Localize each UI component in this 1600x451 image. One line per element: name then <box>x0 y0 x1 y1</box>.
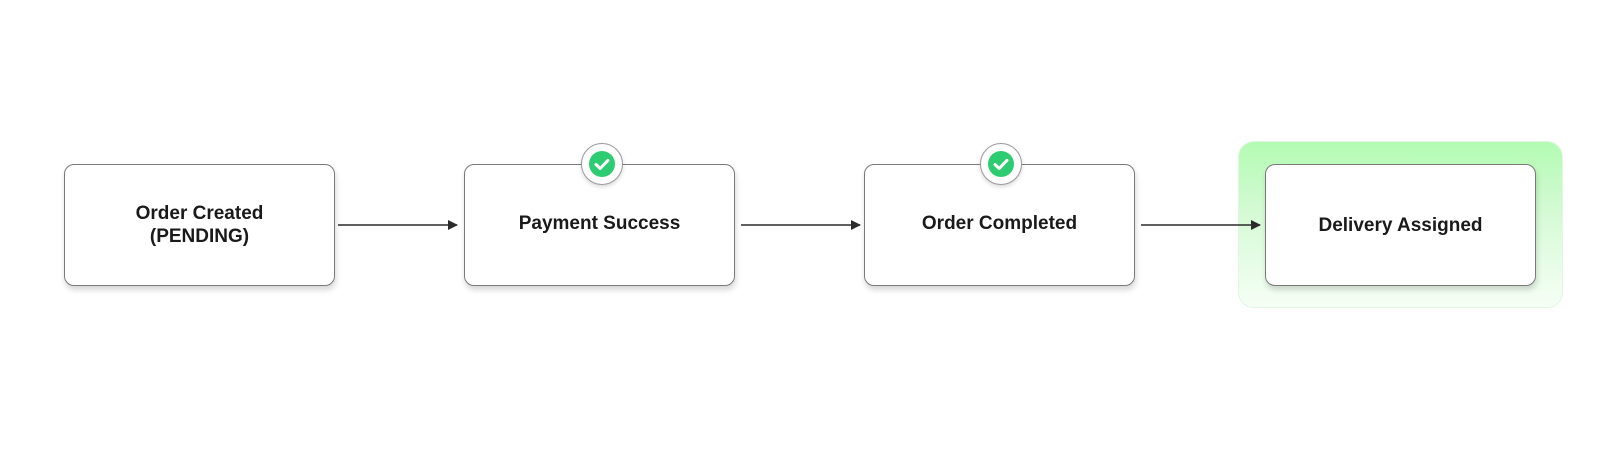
check-circle-icon <box>980 143 1022 185</box>
node-label-line: Order Created <box>135 203 264 224</box>
node-order-created: Order Created (PENDING) <box>64 164 335 286</box>
node-label-line: Delivery Assigned <box>1318 214 1483 236</box>
node-label-line: (PENDING) <box>149 226 250 247</box>
node-label-line: Payment Success <box>518 212 681 234</box>
node-delivery-assigned: Delivery Assigned <box>1265 164 1536 286</box>
check-circle-icon <box>581 143 623 185</box>
node-label-line: Order Completed <box>921 212 1078 234</box>
